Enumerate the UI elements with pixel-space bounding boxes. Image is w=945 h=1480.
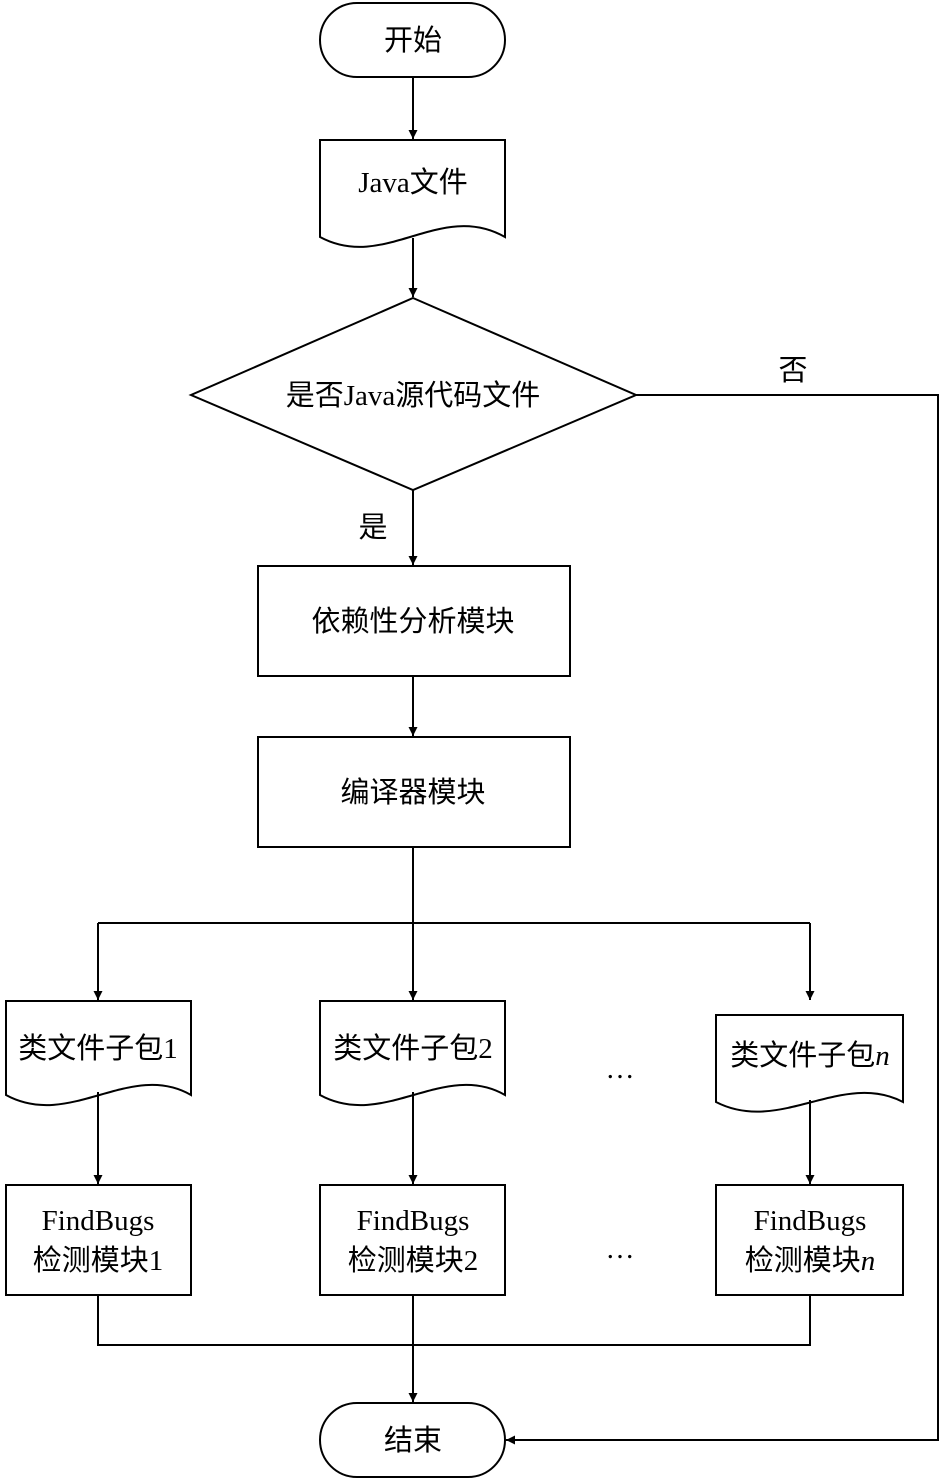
subpackage-n-document	[715, 1014, 904, 1113]
end-label: 结束	[384, 1424, 442, 1457]
java-file-document	[319, 139, 506, 248]
detector-n-box	[715, 1184, 904, 1296]
subpackage-2-label: 类文件子包2	[333, 1032, 493, 1065]
detector-1-box	[5, 1184, 192, 1296]
ellipsis-subpackages: …	[606, 1053, 635, 1085]
detector-n-line2: 检测模块n	[745, 1244, 876, 1277]
compiler-module-label: 编译器模块	[340, 776, 485, 809]
detector-n-line1: FindBugs	[754, 1205, 867, 1237]
detector-1-line1: FindBugs	[42, 1205, 155, 1237]
detector-2-line2: 检测模块2	[348, 1244, 479, 1277]
subpackage-1-document	[5, 1000, 192, 1106]
subpackage-1-label: 类文件子包1	[18, 1032, 178, 1065]
subpackage-n-label: 类文件子包n	[730, 1039, 890, 1072]
no-branch-connector	[506, 394, 939, 1445]
detector-2-line1: FindBugs	[357, 1205, 470, 1237]
dependency-module-box	[257, 565, 571, 677]
compiler-module-box	[257, 736, 571, 848]
detector-2-box	[319, 1184, 506, 1296]
ellipsis-detectors: …	[606, 1233, 635, 1265]
no-label: 否	[778, 355, 807, 387]
end-terminal	[319, 1402, 506, 1478]
java-file-label: Java文件	[358, 166, 468, 199]
detector-1-line2: 检测模块1	[33, 1244, 164, 1277]
merge-connector	[97, 1295, 811, 1346]
start-label: 开始	[384, 24, 442, 57]
dependency-module-label: 依赖性分析模块	[311, 605, 514, 638]
decision-label: 是否Java源代码文件	[286, 379, 541, 412]
yes-label: 是	[358, 512, 387, 544]
subpackage-2-document	[319, 1000, 506, 1106]
